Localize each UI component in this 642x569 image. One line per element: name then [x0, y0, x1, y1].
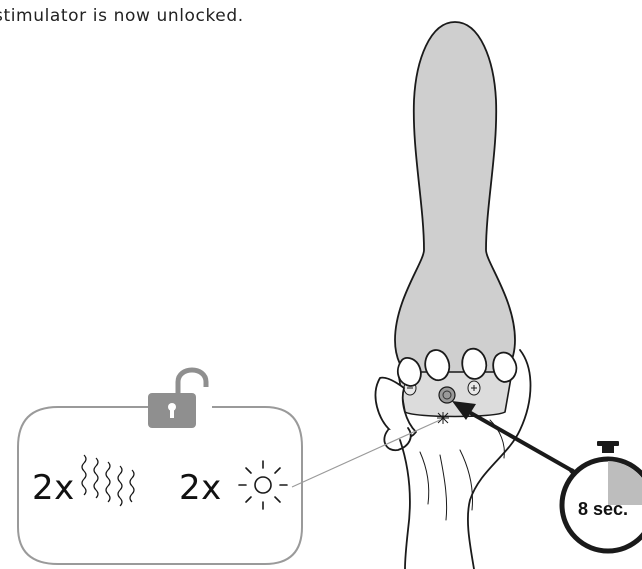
stopwatch-icon [562, 441, 642, 551]
device-body [395, 22, 515, 392]
timer-label: 8 sec. [578, 499, 628, 520]
light-count-label: 2x [179, 468, 222, 508]
unlocked-padlock-icon [148, 370, 206, 428]
plus-button[interactable] [468, 381, 480, 395]
leader-line [292, 420, 440, 487]
vibration-count-label: 2x [32, 468, 75, 508]
wavy-lines-icon [82, 455, 134, 506]
led-indicator [437, 412, 449, 424]
blinking-light-icon [239, 461, 287, 509]
pointer-arrow [452, 401, 585, 478]
power-button[interactable] [439, 387, 455, 403]
